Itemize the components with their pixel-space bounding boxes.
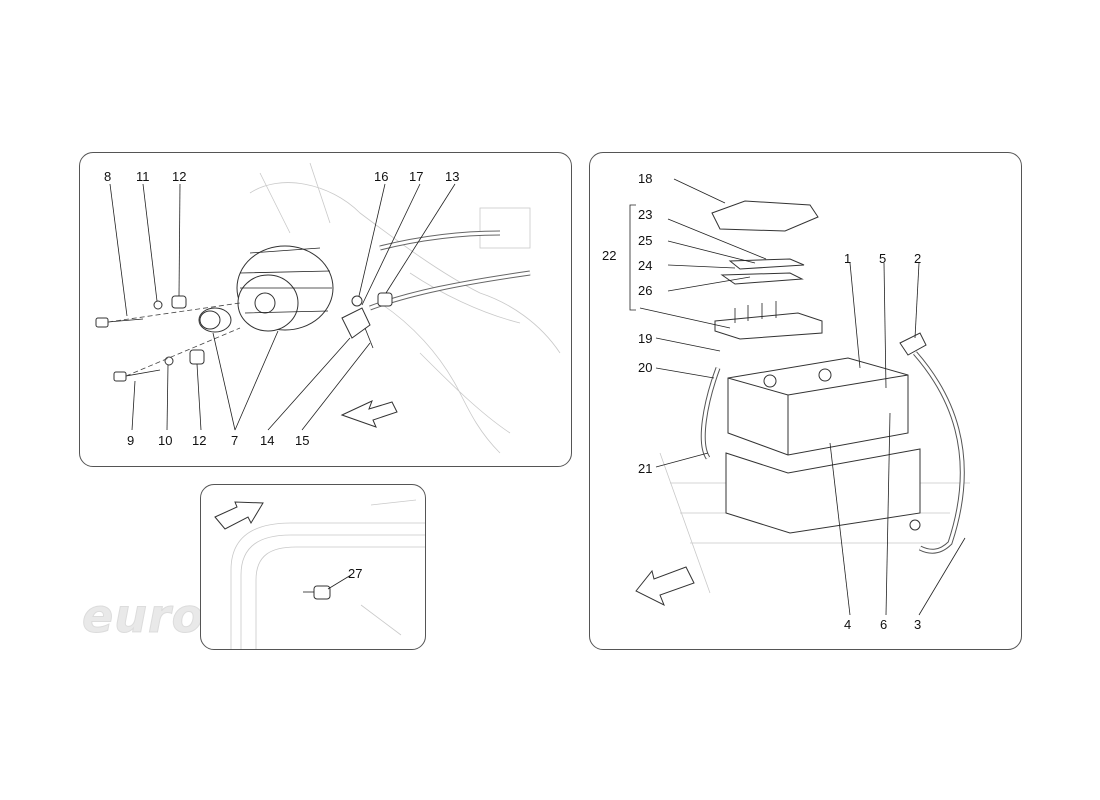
bushing-12-upper: [171, 295, 187, 309]
terminal-2: [899, 332, 927, 356]
fuse-box: [714, 301, 823, 340]
callout-13: 13: [445, 169, 459, 184]
callout-1: 1: [844, 251, 851, 266]
direction-arrow-icon: [214, 501, 264, 530]
callout-2: 2: [914, 251, 921, 266]
washer-11: [153, 300, 163, 310]
alternator: [236, 245, 334, 332]
bracket-14: [341, 307, 371, 339]
nut-16: [351, 295, 363, 307]
battery-drawing: 18 23 25 24 26 22 19 20 21 1 5 2 4 6 3: [602, 171, 970, 632]
callout-24: 24: [638, 258, 652, 273]
pulley: [198, 307, 232, 333]
bolt-15: [364, 327, 374, 349]
direction-arrow-icon: [635, 566, 695, 607]
callout-6: 6: [880, 617, 887, 632]
sensor-27: [303, 585, 331, 600]
callout-20: 20: [638, 360, 652, 375]
callout-27: 27: [348, 566, 362, 581]
washer-10: [164, 356, 174, 366]
direction-arrow-icon: [340, 400, 398, 428]
callout-9: 9: [127, 433, 134, 448]
sensor-drawing: 27: [214, 499, 425, 649]
bushing-12-lower: [189, 349, 205, 365]
bolt-6: [909, 519, 921, 531]
bolt-8: [95, 317, 144, 328]
bushing-13: [377, 292, 393, 307]
callout-15: 15: [295, 433, 309, 448]
callout-17: 17: [409, 169, 423, 184]
callout-25: 25: [638, 233, 652, 248]
callout-16: 16: [374, 169, 388, 184]
callout-26: 26: [638, 283, 652, 298]
callout-5: 5: [879, 251, 886, 266]
callout-4: 4: [844, 617, 851, 632]
alternator-drawing: 8 11 12 16 17 13 9 10 12 7 14 15: [95, 162, 561, 454]
battery-cover-18: [711, 200, 819, 232]
callout-18: 18: [638, 171, 652, 186]
battery-diagram-panel: 18 23 25 24 26 22 19 20 21 1 5 2 4 6 3: [589, 152, 1022, 650]
callout-12: 12: [192, 433, 206, 448]
callout-21: 21: [638, 461, 652, 476]
callout-19: 19: [638, 331, 652, 346]
callout-22: 22: [602, 248, 616, 263]
callout-10: 10: [158, 433, 172, 448]
callout-12: 12: [172, 169, 186, 184]
callout-11: 11: [136, 169, 150, 184]
callout-7: 7: [231, 433, 238, 448]
battery: [725, 357, 921, 534]
callout-8: 8: [104, 169, 111, 184]
alternator-diagram-panel: 8 11 12 16 17 13 9 10 12 7 14 15: [79, 152, 572, 467]
bolt-9: [113, 369, 161, 382]
callout-23: 23: [638, 207, 652, 222]
callout-3: 3: [914, 617, 921, 632]
sensor-diagram-panel: 27: [200, 484, 426, 650]
callout-14: 14: [260, 433, 274, 448]
